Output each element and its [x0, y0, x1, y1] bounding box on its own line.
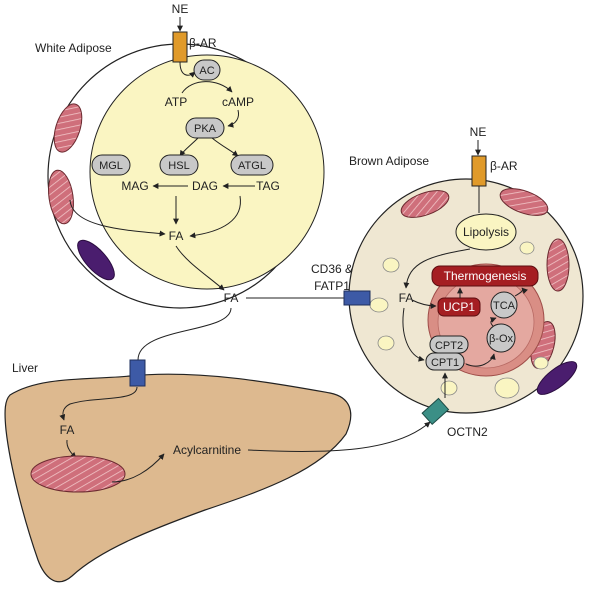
beta-ox-to-tca-arrow	[489, 317, 497, 327]
acylcarnitine-label: Acylcarnitine	[173, 443, 241, 457]
pka-to-atgl-arrow	[211, 137, 239, 157]
hsl-label: HSL	[168, 160, 189, 172]
lipid-droplet	[533, 356, 549, 370]
tag-to-fa-arrow	[189, 195, 241, 239]
lipid-droplet	[440, 380, 458, 396]
dag-label: DAG	[192, 179, 218, 193]
nucleus	[77, 239, 115, 281]
cd36-fatp1-transporter	[343, 290, 371, 306]
beta-ar-receptor-white	[172, 31, 188, 63]
mag-label: MAG	[121, 179, 148, 193]
pka-label: PKA	[194, 123, 217, 135]
cpt1-label: CPT1	[431, 357, 459, 369]
camp-label: cAMP	[222, 95, 254, 109]
lipolysis-droplet	[455, 213, 517, 251]
tag-label: TAG	[256, 179, 280, 193]
liver-transporter-to-fa-arrow	[59, 386, 138, 421]
transporter-cd36-fatp1-line2: FATP1	[314, 279, 350, 293]
liver-organ	[4, 373, 352, 583]
brown-adipose-cell	[348, 178, 584, 414]
brown-ne-label: NE	[470, 125, 487, 139]
hsl-enzyme	[159, 154, 199, 176]
mitochondrion	[400, 190, 450, 218]
atgl-label: ATGL	[238, 160, 266, 172]
thermogenesis-box	[431, 265, 539, 287]
tca-cycle-circle	[490, 291, 518, 319]
white-fa-to-blood-arrow	[175, 245, 225, 291]
mitochondrion	[48, 169, 74, 225]
beta-ar-receptor-brown	[471, 155, 487, 187]
atp-to-camp-arrow	[181, 81, 233, 94]
liver-fa-label: FA	[60, 423, 75, 437]
transporter-cd36-fatp1-line1: CD36 &	[311, 262, 353, 276]
ucp1-label: UCP1	[443, 300, 475, 314]
lipid-droplet	[89, 54, 325, 290]
blood-fa-label: FA	[224, 291, 239, 305]
white-fa-label: FA	[169, 229, 184, 243]
cpt2-label: CPT2	[435, 340, 463, 352]
octn2-label: OCTN2	[447, 425, 488, 439]
nucleus	[536, 361, 578, 395]
mgl-enzyme	[91, 154, 131, 176]
cpt1-enzyme	[425, 352, 465, 371]
liver-mitochondrion	[30, 455, 126, 493]
lipid-droplet	[382, 257, 400, 273]
white-ne-label: NE	[172, 2, 189, 16]
cpt-to-beta-ox-arrow	[465, 353, 496, 367]
mgl-label: MGL	[99, 160, 123, 172]
liver-title: Liver	[12, 361, 38, 375]
fa-to-ucp1-arrow	[411, 299, 437, 309]
beta-ar-label-brown: β-AR	[490, 159, 518, 173]
pka-enzyme	[185, 117, 225, 139]
atgl-enzyme	[230, 154, 274, 176]
receptor-to-ac-arrow	[179, 61, 196, 78]
tca-to-thermogenesis-arrow	[514, 287, 528, 297]
lipolysis-to-fa-arrow	[403, 248, 471, 289]
lipid-droplet	[519, 241, 535, 255]
mitochondrion	[499, 188, 549, 216]
tca-label: TCA	[493, 300, 516, 312]
mito-to-acylcarnitine-arrow	[111, 453, 165, 483]
liver-fa-transporter	[129, 359, 146, 387]
thermogenesis-label: Thermogenesis	[444, 269, 527, 283]
atp-label: ATP	[165, 95, 187, 109]
lipid-droplet	[494, 377, 520, 399]
mitochondrion	[53, 103, 83, 153]
octn2-transporter	[421, 397, 450, 426]
beta-ar-label-white: β-AR	[189, 36, 217, 50]
lipid-droplet	[377, 335, 395, 351]
ac-label: AC	[199, 65, 214, 77]
mitochondrion	[546, 238, 570, 292]
lipid-droplet	[369, 297, 389, 313]
fa-to-cpt1-arrow	[402, 307, 425, 362]
brown-fa-label: FA	[399, 291, 414, 305]
mag-to-fa-arrow	[69, 199, 166, 237]
white-adipose-title: White Adipose	[35, 41, 112, 55]
ucp1-box	[437, 297, 481, 317]
beta-ox-label: β-Ox	[489, 333, 514, 345]
white-adipose-cell	[47, 43, 325, 309]
acylcarnitine-to-octn2-arrow	[247, 421, 431, 453]
beta-oxidation-circle	[486, 323, 516, 353]
lipolysis-label: Lipolysis	[463, 225, 509, 239]
brown-adipose-title: Brown Adipose	[349, 154, 429, 168]
ac-enzyme	[193, 59, 221, 81]
camp-to-pka-arrow	[227, 109, 239, 128]
blood-fa-to-liver-line	[137, 307, 232, 361]
